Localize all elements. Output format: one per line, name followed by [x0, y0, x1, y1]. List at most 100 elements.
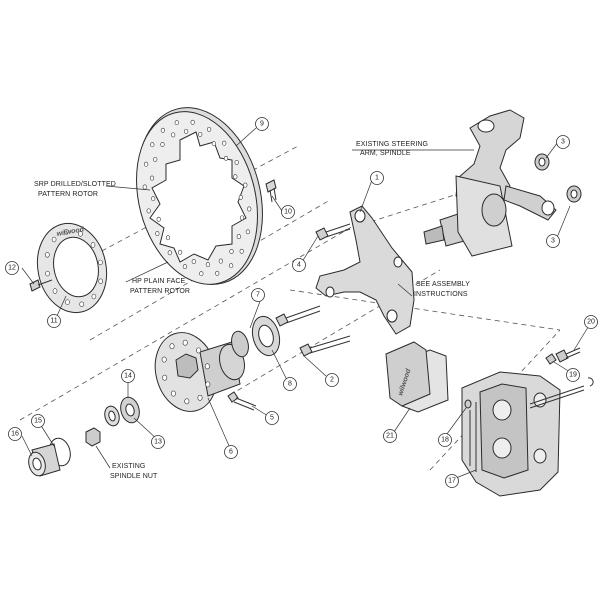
rotor-hole [184, 128, 189, 134]
rotor-hole [150, 142, 155, 148]
callout-c16: 16 [8, 427, 22, 441]
srp-drilled-rotor [136, 107, 263, 285]
svg-text:2: 2 [330, 377, 334, 384]
rotor-hole [142, 184, 147, 190]
rotor-hole [239, 248, 244, 254]
callout-c3a: 3 [556, 135, 570, 149]
text-labels: EXISTING STEERING ARM, SPINDLE SRP DRILL… [34, 141, 470, 480]
rotor-hole [211, 141, 216, 147]
label-steering-arm-line1: EXISTING STEERING [356, 141, 428, 148]
rotor-hole [182, 264, 187, 270]
hub-stud-hole [182, 339, 188, 346]
rotor-hole [207, 126, 212, 132]
label-srp-rotor-line2: PATTERN ROTOR [38, 191, 98, 198]
rotor-hole [153, 156, 158, 162]
rotor-hole [151, 196, 156, 202]
callout-c11: 11 [47, 314, 61, 328]
svg-text:20: 20 [587, 319, 595, 326]
ring-bolt-hole [90, 242, 96, 248]
callout-c5: 5 [265, 411, 279, 425]
svg-text:11: 11 [50, 318, 57, 325]
rotor-hole [229, 263, 234, 269]
steering-arm-nuts [534, 153, 582, 203]
ring-bolt-hole [52, 288, 58, 294]
svg-text:9: 9 [260, 121, 264, 128]
callout-c21: 21 [383, 429, 397, 443]
callout-c1: 1 [370, 171, 384, 185]
inner-bearing-washer [104, 396, 140, 427]
svg-text:18: 18 [441, 437, 449, 444]
hub-bolt [227, 391, 257, 411]
rotor-drilled-holes [142, 119, 252, 277]
rotor-brand-logo: wilwood [56, 226, 85, 238]
callout-c10: 10 [281, 205, 295, 219]
steering-arm-spindle [423, 109, 557, 257]
rotor-hole [234, 159, 239, 165]
callout-c3b: 3 [546, 234, 560, 248]
svg-text:21: 21 [386, 433, 394, 440]
callout-c15: 15 [31, 414, 45, 428]
svg-text:6: 6 [229, 449, 233, 456]
rotor-hole [178, 249, 183, 255]
hp-rotor-ring: wilwood [36, 222, 108, 314]
ring-bolt-hole [78, 231, 83, 237]
rotor-hole [190, 119, 195, 125]
dust-cap [28, 437, 71, 477]
callout-c19: 19 [566, 368, 580, 382]
hub-stud-hole [184, 398, 190, 405]
hub-stud-hole [196, 347, 202, 354]
rotor-hole [156, 216, 161, 222]
svg-text:7: 7 [256, 292, 260, 299]
rotor-hole [238, 194, 243, 200]
label-hp-rotor-line2: PATTERN ROTOR [130, 288, 190, 295]
callout-c6: 6 [224, 445, 238, 459]
rotor-hole [243, 182, 248, 188]
callout-c2: 2 [325, 373, 339, 387]
svg-text:16: 16 [11, 431, 19, 438]
rotor-hole [229, 249, 234, 254]
label-steering-arm-line2: ARM, SPINDLE [360, 150, 411, 157]
spindle-nut [85, 427, 101, 447]
rotor-hole [236, 234, 241, 240]
ring-bolt-hole [64, 229, 69, 235]
brake-pads: wilwood [385, 341, 449, 413]
callout-c8: 8 [283, 377, 297, 391]
ring-bolt-hole [44, 252, 50, 258]
rotor-hole [146, 208, 151, 214]
rotor-hole [222, 140, 227, 146]
rotor-hole [171, 132, 176, 138]
svg-text:5: 5 [270, 415, 274, 422]
svg-text:12: 12 [8, 265, 16, 272]
callout-c20: 20 [584, 315, 598, 329]
bracket-bolts-lower [275, 305, 351, 357]
label-spindle-nut-line2: SPINDLE NUT [110, 473, 158, 480]
rotor-hole [167, 250, 172, 256]
svg-text:1: 1 [375, 175, 379, 182]
svg-text:19: 19 [569, 372, 577, 379]
rotor-hole [223, 155, 229, 161]
bracket-bolt-upper [315, 223, 351, 241]
rotor-hole [165, 235, 171, 241]
label-srp-rotor-line1: SRP DRILLED/SLOTTED [34, 181, 116, 188]
svg-text:14: 14 [124, 373, 132, 380]
svg-text:13: 13 [154, 439, 162, 446]
rotor-hole [149, 175, 155, 181]
rotor-hole [205, 262, 210, 268]
rotor-bolt [265, 179, 277, 203]
rotor-hole [160, 142, 165, 147]
rotor-hole [247, 206, 252, 212]
rotor-hole [155, 231, 160, 237]
caliper-hardware [464, 347, 594, 409]
svg-text:4: 4 [297, 262, 301, 269]
hub-stud-hole [170, 390, 176, 397]
svg-text:8: 8 [288, 381, 292, 388]
rotor-hole [160, 127, 165, 133]
ring-bolt-hole [51, 236, 57, 243]
label-spindle-nut-line1: EXISTING [112, 463, 145, 470]
hub-stud-hole [161, 356, 167, 363]
svg-text:10: 10 [284, 209, 292, 216]
rotor-hole [215, 270, 220, 276]
caliper-mounting-bracket [315, 205, 415, 335]
rotor-ring-bolt-holes [44, 229, 103, 307]
bearing-assembly [231, 315, 281, 358]
